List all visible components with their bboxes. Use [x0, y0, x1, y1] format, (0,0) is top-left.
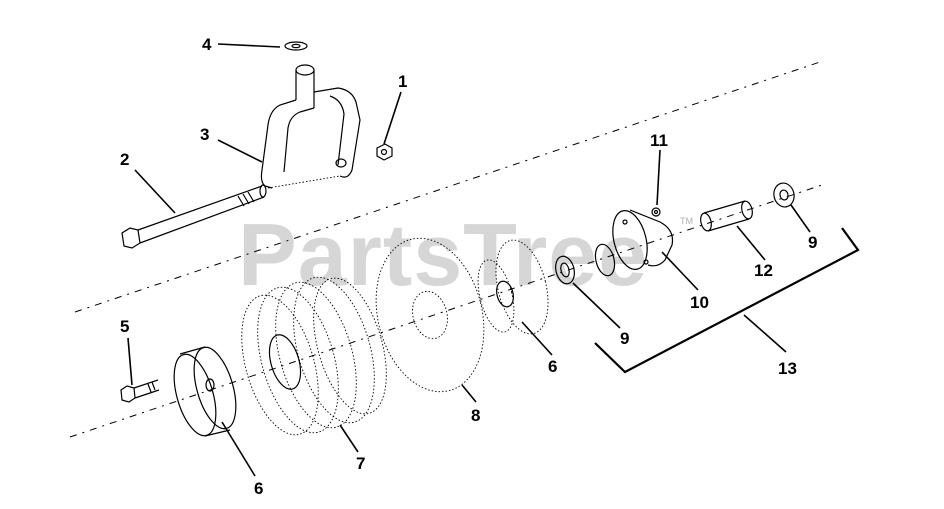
callout-11: 11 — [650, 131, 668, 150]
leader-line-11 — [656, 149, 661, 206]
bracket-arm-part-3 — [260, 64, 361, 189]
callout-5: 5 — [120, 317, 129, 336]
callout-12: 12 — [754, 261, 773, 280]
callout-7: 7 — [356, 454, 365, 473]
leader-line-6-left — [221, 421, 256, 477]
callout-6-left: 6 — [254, 479, 263, 498]
callout-13: 13 — [778, 359, 797, 378]
leader-line-9-left — [572, 282, 621, 329]
bearing-part-9-right — [773, 182, 795, 208]
leader-line-7 — [339, 424, 359, 453]
leader-line-6-right — [521, 321, 553, 356]
lower-axis-line — [69, 183, 826, 438]
leader-line-13 — [743, 314, 787, 353]
leader-line-5 — [127, 337, 133, 386]
spacer-tube-part-12 — [700, 200, 753, 232]
hub-part-10 — [594, 209, 674, 277]
leader-line-3 — [217, 139, 263, 163]
nut-part-1 — [376, 143, 393, 161]
watermark-text: PartsTree — [238, 205, 648, 304]
leader-line-4 — [217, 43, 281, 48]
pulley-part-7 — [241, 276, 387, 436]
leader-line-8 — [461, 384, 477, 403]
short-bolt-part-5 — [120, 379, 160, 403]
washer-part-4 — [284, 41, 308, 51]
watermark-trademark: TM — [680, 216, 693, 226]
upper-axis-line — [74, 61, 821, 313]
assembly-bracket-13 — [594, 227, 860, 374]
callout-4: 4 — [202, 35, 212, 54]
callout-1: 1 — [398, 72, 407, 91]
callout-8: 8 — [471, 406, 480, 425]
leader-line-1 — [383, 91, 402, 145]
callout-2: 2 — [120, 150, 129, 169]
grease-fitting-part-11 — [651, 207, 661, 217]
cup-washer-part-6-left — [173, 346, 237, 437]
callout-9-right: 9 — [808, 233, 817, 252]
long-bolt-part-2 — [121, 184, 267, 249]
leader-line-9-right — [790, 204, 811, 233]
leader-line-2 — [134, 169, 176, 214]
leader-line-10 — [661, 251, 699, 291]
bearing-part-9-left — [555, 255, 575, 285]
callout-10: 10 — [690, 293, 709, 312]
flange-part-6-right — [477, 239, 549, 335]
leader-line-12 — [736, 225, 766, 261]
callout-9-left: 9 — [620, 329, 629, 348]
callout-6-right: 6 — [548, 357, 557, 376]
disc-part-8 — [375, 237, 485, 393]
callout-3: 3 — [200, 125, 209, 144]
